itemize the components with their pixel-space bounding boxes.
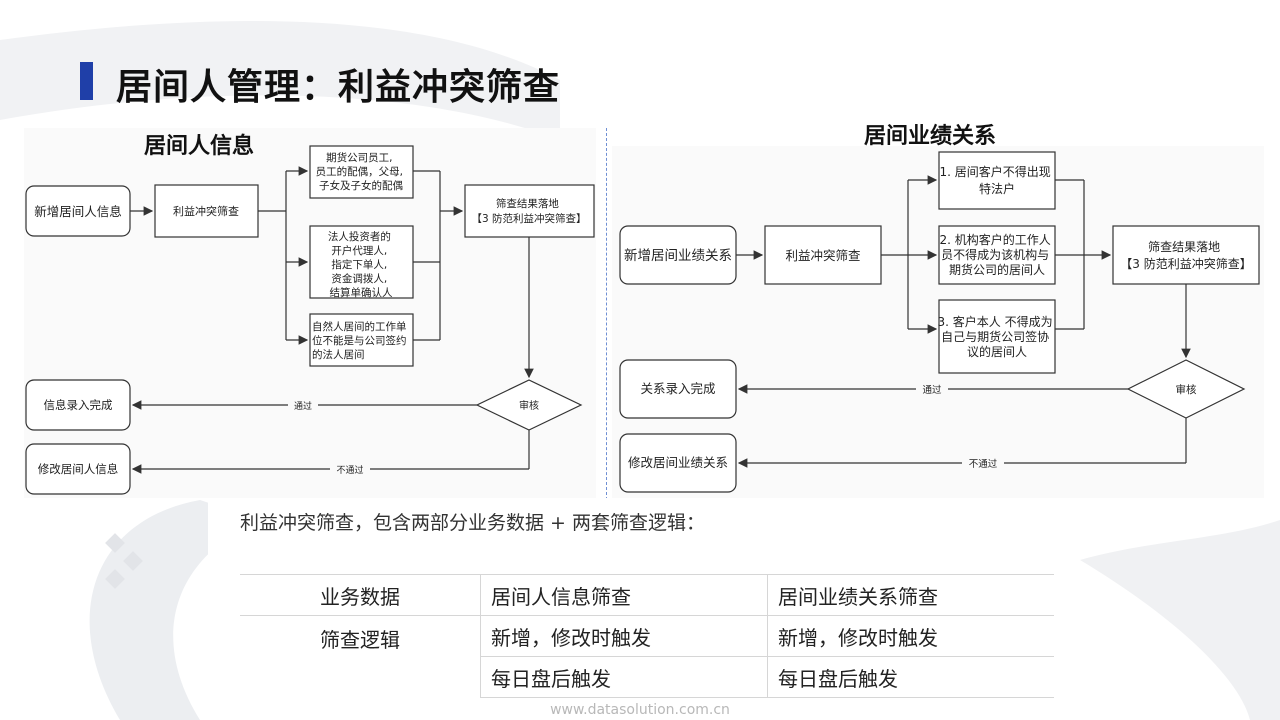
left-condition-1: 期货公司员工, 员工的配偶，父母, 子女及子女的配偶 <box>309 145 414 199</box>
svg-text:修改居间业绩关系: 修改居间业绩关系 <box>628 455 728 470</box>
svg-text:3. 客户本人 不得成为 自己与期货公司签协: 3. 客户本人 不得成为 自己与期货公司签协 议的居间人 <box>938 314 1057 359</box>
page-title: 居间人管理：利益冲突筛查 <box>116 67 561 108</box>
left-modify-node: 修改居间人信息 <box>25 443 131 495</box>
table-row: 每日盘后触发 每日盘后触发 <box>240 656 1054 698</box>
table-cell: 居间人信息筛查 <box>480 574 768 616</box>
svg-text:1. 居间客户不得出现 特法户: 1. 居间客户不得出现 特法户 <box>939 164 1054 196</box>
left-condition-3: 自然人居间的工作单 位不能是与公司签约 的法人居间 <box>309 313 414 367</box>
svg-text:自然人居间的工作单 位不能是与公司签约: 自然人居间的工作单 位不能是与公司签约 的法人居间 <box>312 320 410 361</box>
right-screen-node: 利益冲突筛查 <box>764 225 882 285</box>
svg-text:期货公司员工, 员工的配偶，父母,: 期货公司员工, 员工的配偶，父母, 子女及子女的配偶 <box>316 151 407 192</box>
svg-text:筛查结果落地 【3 防范利益冲突筛查】: 筛查结果落地 【3 防范利益冲突筛查】 <box>471 197 586 225</box>
table-cell: 每日盘后触发 <box>480 656 768 698</box>
table-cell: 筛查逻辑 <box>240 615 481 698</box>
summary-text: 利益冲突筛查，包含两部分业务数据 + 两套筛查逻辑： <box>240 512 706 534</box>
svg-text:利益冲突筛查: 利益冲突筛查 <box>785 248 861 263</box>
right-fail-label: 不通过 <box>969 458 998 470</box>
table-cell: 新增，修改时触发 <box>767 615 1054 657</box>
table-cell: 新增，修改时触发 <box>480 615 768 657</box>
right-pass-label: 通过 <box>922 384 942 396</box>
left-section-title: 居间人信息 <box>144 134 255 159</box>
svg-text:信息录入完成: 信息录入完成 <box>44 398 113 412</box>
left-fail-label: 不通过 <box>336 464 363 476</box>
right-result-node: 筛查结果落地 【3 防范利益冲突筛查】 <box>1112 225 1260 285</box>
left-result-node: 筛查结果落地 【3 防范利益冲突筛查】 <box>464 184 595 238</box>
left-pass-label: 通过 <box>294 400 312 412</box>
table-row: 筛查逻辑 新增，修改时触发 新增，修改时触发 <box>240 615 1054 698</box>
svg-text:筛查结果落地 【3 防范利益冲突筛查】: 筛查结果落地 【3 防范利益冲突筛查】 <box>1120 239 1251 271</box>
left-condition-2: 法人投资者的 开户代理人, 指定下单人, 资金调拨人, 结算单确认人 <box>309 225 414 299</box>
table-cell: 业务数据 <box>240 574 481 616</box>
table-cell: 居间业绩关系筛查 <box>767 574 1054 616</box>
left-screen-label: 利益冲突筛查 <box>173 204 239 218</box>
screening-table: 业务数据 居间人信息筛查 居间业绩关系筛查 筛查逻辑 新增，修改时触发 新增，修… <box>240 574 1054 698</box>
left-screen-node: 利益冲突筛查 <box>154 184 259 238</box>
section-divider <box>606 128 607 500</box>
right-review-node: 审核 <box>1126 359 1246 419</box>
right-condition-2: 2. 机构客户的工作人 员不得成为该机构与 期货公司的居间人 <box>938 225 1056 285</box>
right-modify-node: 修改居间业绩关系 <box>619 433 737 493</box>
table-row: 业务数据 居间人信息筛查 居间业绩关系筛查 <box>240 574 1054 616</box>
svg-text:审核: 审核 <box>519 399 539 412</box>
left-start-label: 新增居间人信息 <box>34 204 122 219</box>
svg-text:2. 机构客户的工作人 员不得成为该机构与: 2. 机构客户的工作人 员不得成为该机构与 期货公司的居间人 <box>939 232 1054 277</box>
right-section-title: 居间业绩关系 <box>864 124 997 149</box>
right-condition-1: 1. 居间客户不得出现 特法户 <box>938 151 1056 210</box>
right-condition-3: 3. 客户本人 不得成为 自己与期货公司签协 议的居间人 <box>938 299 1057 374</box>
svg-text:审核: 审核 <box>1176 383 1198 396</box>
svg-text:法人投资者的 开户代理人, 指定下单: 法人投资者的 开户代理人, 指定下单人, 资金调拨人, 结算单确认人 <box>328 230 394 299</box>
footer-url: www.datasolution.com.cn <box>550 702 730 718</box>
svg-text:关系录入完成: 关系录入完成 <box>640 381 715 396</box>
right-start-node: 新增居间业绩关系 <box>619 225 737 285</box>
left-done-node: 信息录入完成 <box>25 379 131 431</box>
svg-text:修改居间人信息: 修改居间人信息 <box>38 462 119 476</box>
title-accent-bar <box>80 62 93 100</box>
left-review-node: 审核 <box>475 379 583 431</box>
right-done-node: 关系录入完成 <box>619 359 737 419</box>
svg-text:新增居间业绩关系: 新增居间业绩关系 <box>624 248 732 264</box>
left-start-node: 新增居间人信息 <box>25 185 131 237</box>
table-cell: 每日盘后触发 <box>767 656 1054 698</box>
